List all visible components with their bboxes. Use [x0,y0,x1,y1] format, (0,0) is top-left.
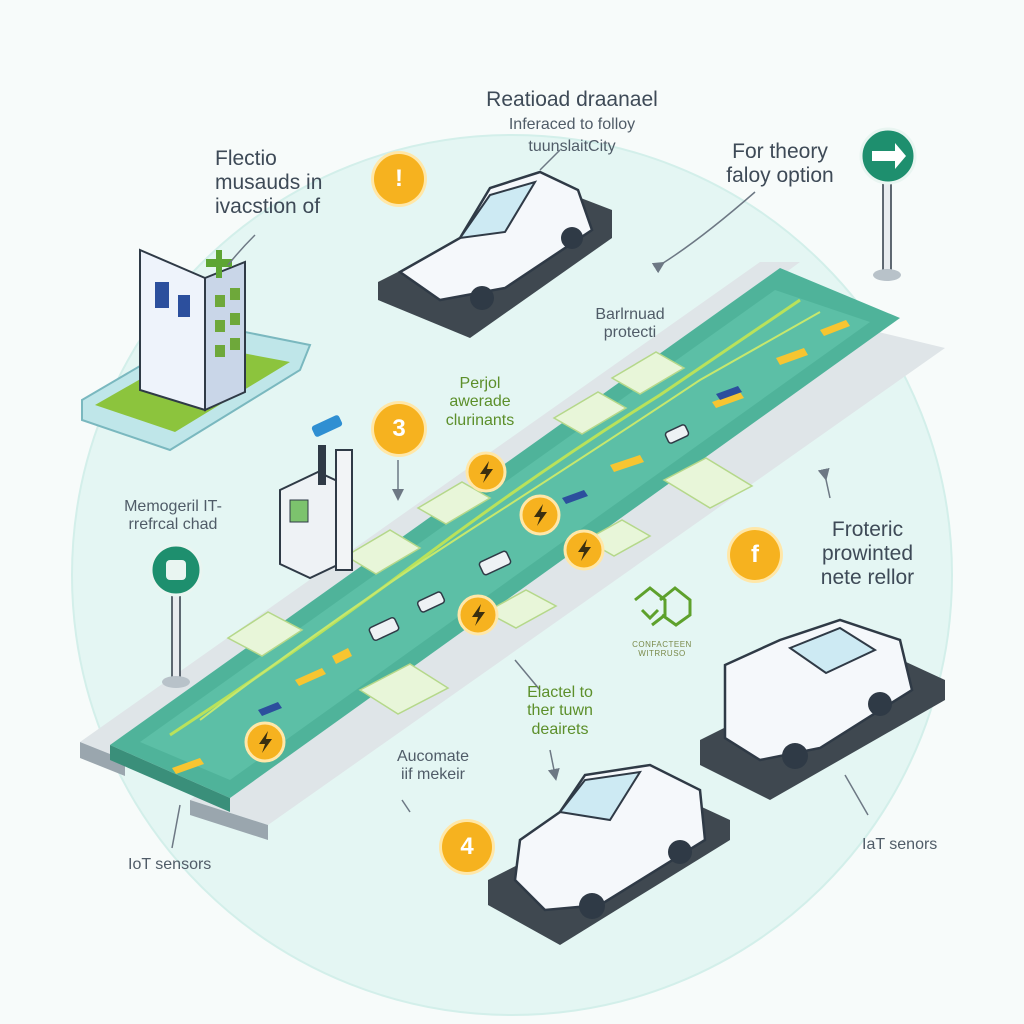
header-title: Reatioad draanael [486,88,658,111]
van [700,618,945,800]
badge-f: f [730,530,780,580]
logo-caption: CONFACTEEN WITRRUSO [632,640,692,659]
header-subtitle-1: Inferaced to folloy [508,116,636,133]
leader-lines [171,149,869,849]
charging-station [279,415,353,580]
charging-badges [244,451,605,763]
circuit-logo [634,586,692,627]
label-theory: For theory faloy option [726,140,834,188]
sensor-sign [149,543,203,688]
label-frotec: Froteric prowinted nete rellor [820,518,915,590]
label-iot-left: IoT sensors [128,856,212,873]
road-panels [226,351,754,715]
badge-4: 4 [442,822,492,872]
badge-3: 3 [374,404,424,454]
car-bottom [488,763,730,945]
building [81,248,312,452]
header-subtitle-2: tuunslaitCity [528,138,616,155]
label-automate: Aucomate iif mekeir [396,748,470,784]
badge-exclamation: ! [374,154,424,204]
road-vehicles [368,424,690,642]
label-electro: Flectio musauds in ivacstion of [215,147,323,219]
label-barrier: Barlrnuad protecti [595,306,665,342]
direction-sign [859,127,917,281]
car-top [378,170,612,338]
label-elected: Elactel to ther tuwn deairets [527,684,593,738]
label-iot-right: IaT senors [862,836,938,853]
label-perjol: Perjol awerade clurinants [445,375,515,429]
label-memorial: Memogeril IT- rrefrcal chad [124,498,222,534]
